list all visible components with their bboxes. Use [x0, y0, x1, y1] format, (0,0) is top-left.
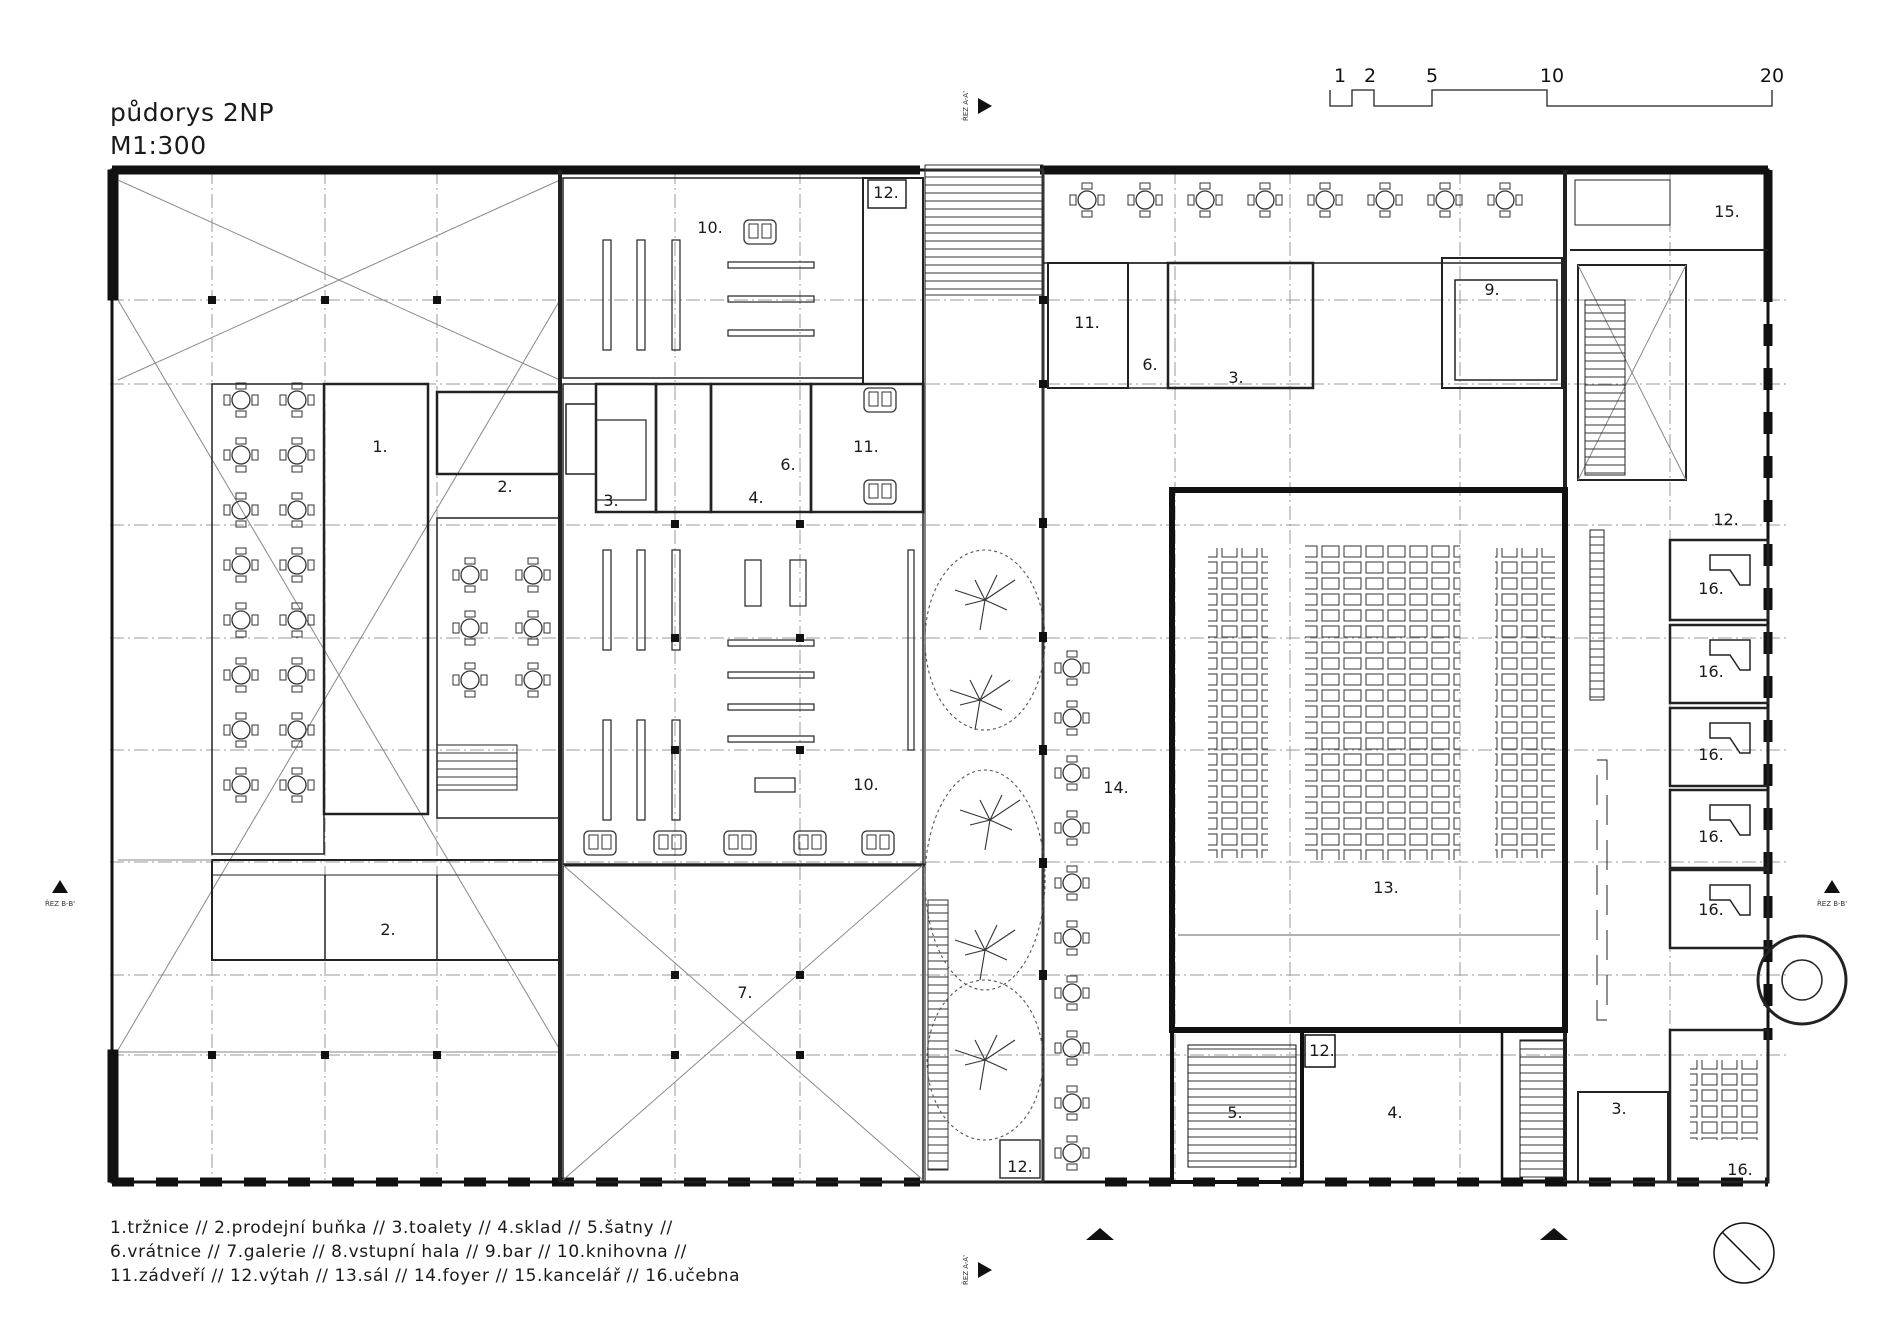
atrium [924, 164, 1046, 1183]
market-hall [117, 179, 561, 1053]
room-label-14: 14. [1103, 778, 1128, 797]
gallery [558, 170, 924, 1183]
room-label-15: 15. [1714, 202, 1739, 221]
room-label-2b: 2. [380, 920, 395, 939]
auditorium [1169, 487, 1568, 1184]
legend-line-1: 1.tržnice // 2.prodejní buňka // 3.toale… [110, 1218, 673, 1238]
scale-label-5: 5 [1426, 65, 1438, 87]
room-label-12c: 12. [1309, 1041, 1334, 1060]
plan-title: půdorys 2NP [110, 98, 275, 127]
entrance-arrow-1 [1086, 1228, 1114, 1240]
section-label-top: ŘEZ A-A' [961, 91, 970, 121]
room-label-7: 7. [737, 983, 752, 1002]
room-label-3a: 3. [603, 491, 618, 510]
room-label-16b: 16. [1698, 662, 1723, 681]
legend-line-3: 11.zádveří // 12.výtah // 13.sál // 14.f… [110, 1266, 741, 1286]
room-label-12d: 12. [1713, 510, 1738, 529]
section-markers [52, 98, 1840, 1278]
room-label-11b: 11. [853, 437, 878, 456]
room-label-16d: 16. [1698, 827, 1723, 846]
section-label-bottom: ŘEZ A-A' [961, 1255, 970, 1285]
legend-line-2: 6.vrátnice // 7.galerie // 8.vstupní hal… [110, 1242, 687, 1262]
scale-label-20: 20 [1760, 65, 1784, 87]
columns [208, 296, 1047, 1059]
room-label-9: 9. [1484, 280, 1499, 299]
section-arrow-right [1824, 880, 1840, 893]
room-label-11a: 11. [1074, 313, 1099, 332]
room-label-4b: 4. [1387, 1103, 1402, 1122]
room-label-10b: 10. [853, 775, 878, 794]
plan-scale: M1:300 [110, 131, 207, 160]
entrance-arrow-2 [1540, 1228, 1568, 1240]
room-label-4a: 4. [748, 488, 763, 507]
room-label-1: 1. [372, 437, 387, 456]
library [562, 177, 925, 867]
scale-bar [1329, 89, 1773, 107]
room-label-6b: 6. [780, 455, 795, 474]
section-arrow-top [978, 98, 992, 114]
section-arrow-left [52, 880, 68, 893]
section-arrow-bottom [978, 1262, 992, 1278]
scale-label-10: 10 [1540, 65, 1564, 87]
section-label-right: ŘEZ B-B' [1817, 899, 1847, 908]
room-label-3b: 3. [1228, 368, 1243, 387]
east-wing [1570, 179, 1848, 1184]
scale-label-2: 2 [1364, 65, 1376, 87]
scale-label-1: 1 [1334, 65, 1346, 87]
room-label-12a: 12. [873, 183, 898, 202]
room-label-16f: 16. [1727, 1160, 1752, 1179]
room-label-10a: 10. [697, 218, 722, 237]
north-arrow [1713, 1222, 1775, 1284]
room-label-12b: 12. [1007, 1157, 1032, 1176]
room-label-3c: 3. [1611, 1099, 1626, 1118]
room-label-5: 5. [1227, 1103, 1242, 1122]
room-label-13: 13. [1373, 878, 1398, 897]
room-label-16e: 16. [1698, 900, 1723, 919]
section-label-left: ŘEZ B-B' [45, 899, 75, 908]
room-label-16a: 16. [1698, 579, 1723, 598]
room-label-2a: 2. [497, 477, 512, 496]
room-label-6a: 6. [1142, 355, 1157, 374]
room-label-16c: 16. [1698, 745, 1723, 764]
